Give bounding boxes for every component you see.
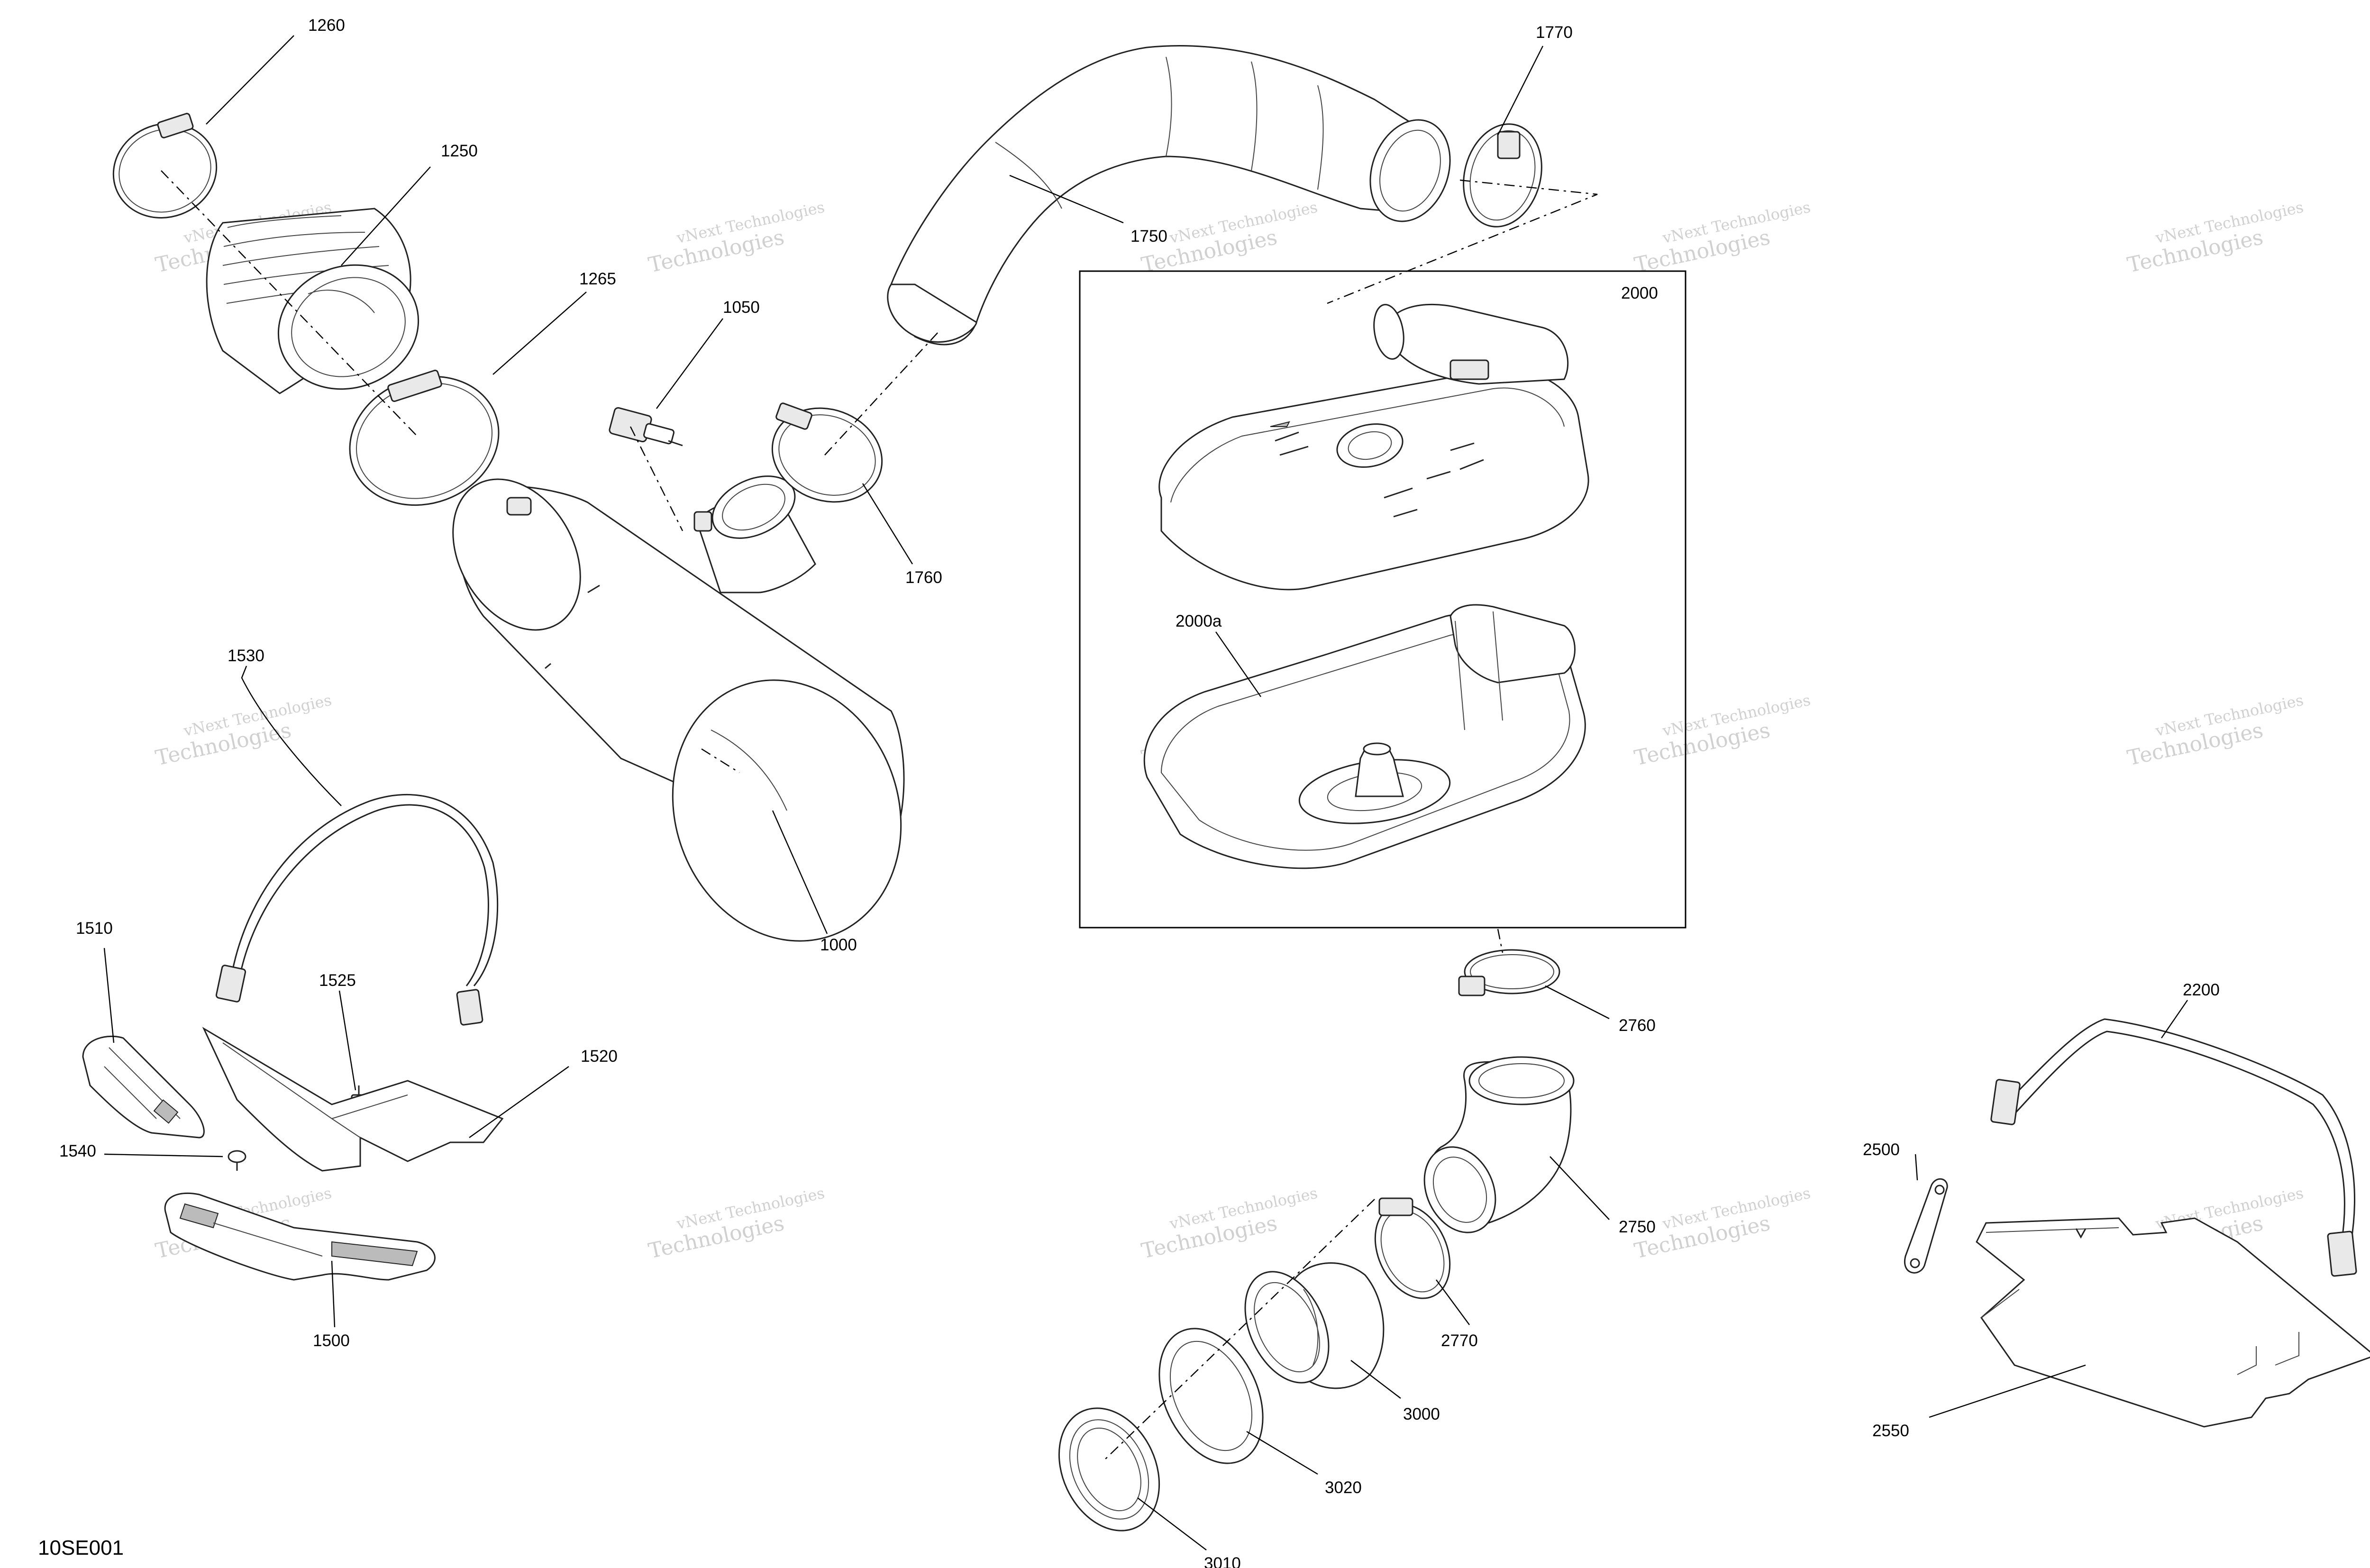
callout-1050: 1050	[723, 298, 760, 317]
callout-labels: 1260 1250 1265 1050 1760 1750 1770 2000 …	[59, 16, 2220, 1568]
watermark: vNext Technologies Technologies	[154, 691, 333, 771]
callout-1760: 1760	[905, 568, 942, 587]
watermark: vNext Technologies Technologies	[1139, 1184, 1319, 1264]
callout-3000: 3000	[1403, 1405, 1440, 1423]
callout-1000: 1000	[820, 936, 857, 954]
part-3010-outlet-nozzle	[1058, 1407, 1160, 1532]
callout-1510: 1510	[76, 919, 113, 938]
part-2770-hose-clamp	[1374, 1197, 1451, 1299]
callout-2000a: 2000a	[1176, 612, 1222, 630]
part-1500-support-plate	[164, 1192, 436, 1281]
watermark: vNext Technologies Technologies	[1632, 198, 1812, 278]
callout-1530: 1530	[228, 647, 264, 665]
part-2500-small-bracket	[1904, 1178, 1948, 1274]
callout-1250: 1250	[441, 142, 478, 160]
part-3000-outlet-adapter	[1244, 1262, 1385, 1389]
part-1265-hose-clamp	[349, 369, 500, 506]
callout-1750: 1750	[1130, 227, 1167, 246]
part-1530-mounting-strap	[215, 794, 499, 1026]
callout-3010: 3010	[1204, 1554, 1241, 1568]
part-1540-rivet	[228, 1150, 246, 1171]
callout-3020: 3020	[1325, 1478, 1362, 1497]
watermark: vNext Technologies Technologies	[647, 198, 826, 278]
part-1510-bracket	[82, 1035, 205, 1139]
watermark: vNext Technologies Technologies	[2125, 691, 2305, 771]
watermark: vNext Technologies Technologies	[1632, 1184, 1812, 1264]
part-1520-heat-shield	[202, 1027, 504, 1172]
callout-2200: 2200	[2183, 981, 2220, 999]
callout-2750: 2750	[1619, 1218, 1656, 1236]
part-1260-hose-clamp	[112, 113, 218, 219]
part-1250-bellows-coupler	[206, 208, 419, 394]
part-2000-airbox-cover	[1158, 303, 1589, 591]
watermark: vNext Technologies Technologies	[2125, 198, 2305, 278]
part-2000a-airbox-base	[1143, 604, 1586, 869]
watermark: vNext Technologies Technologies	[1632, 691, 1812, 771]
part-2550-heat-shield-plate	[1976, 1217, 2370, 1428]
part-2750-elbow-boot	[1423, 1056, 1575, 1233]
airbox-assembly-frame	[1079, 270, 1686, 929]
watermark: vNext Technologies Technologies	[647, 1184, 826, 1264]
callout-2770: 2770	[1441, 1331, 1478, 1350]
part-1760-hose-clamp	[771, 402, 883, 503]
part-1000-silencer-canister	[452, 475, 905, 942]
callout-2760: 2760	[1619, 1016, 1656, 1035]
callout-1520: 1520	[581, 1047, 618, 1066]
callout-1770: 1770	[1536, 23, 1573, 42]
part-2760-hose-clamp	[1458, 949, 1560, 996]
callout-1260: 1260	[308, 16, 345, 35]
sheet-identifier: 10SE001	[38, 1536, 124, 1559]
callout-1540: 1540	[59, 1142, 96, 1160]
callout-2000: 2000	[1621, 284, 1658, 302]
callout-2500: 2500	[1863, 1140, 1900, 1159]
callout-2550: 2550	[1872, 1422, 1909, 1440]
callout-1500: 1500	[313, 1331, 350, 1350]
callout-1265: 1265	[579, 270, 616, 288]
part-3020-retaining-ring	[1158, 1328, 1264, 1464]
part-1050-sensor	[609, 407, 683, 447]
part-2200-support-strap	[1990, 1018, 2357, 1277]
part-1750-intake-tube	[887, 45, 1451, 346]
callout-leaders	[103, 35, 2188, 1550]
callout-1525: 1525	[319, 971, 356, 990]
part-1770-hose-clamp	[1463, 123, 1542, 228]
assembly-lines	[161, 170, 1598, 1460]
